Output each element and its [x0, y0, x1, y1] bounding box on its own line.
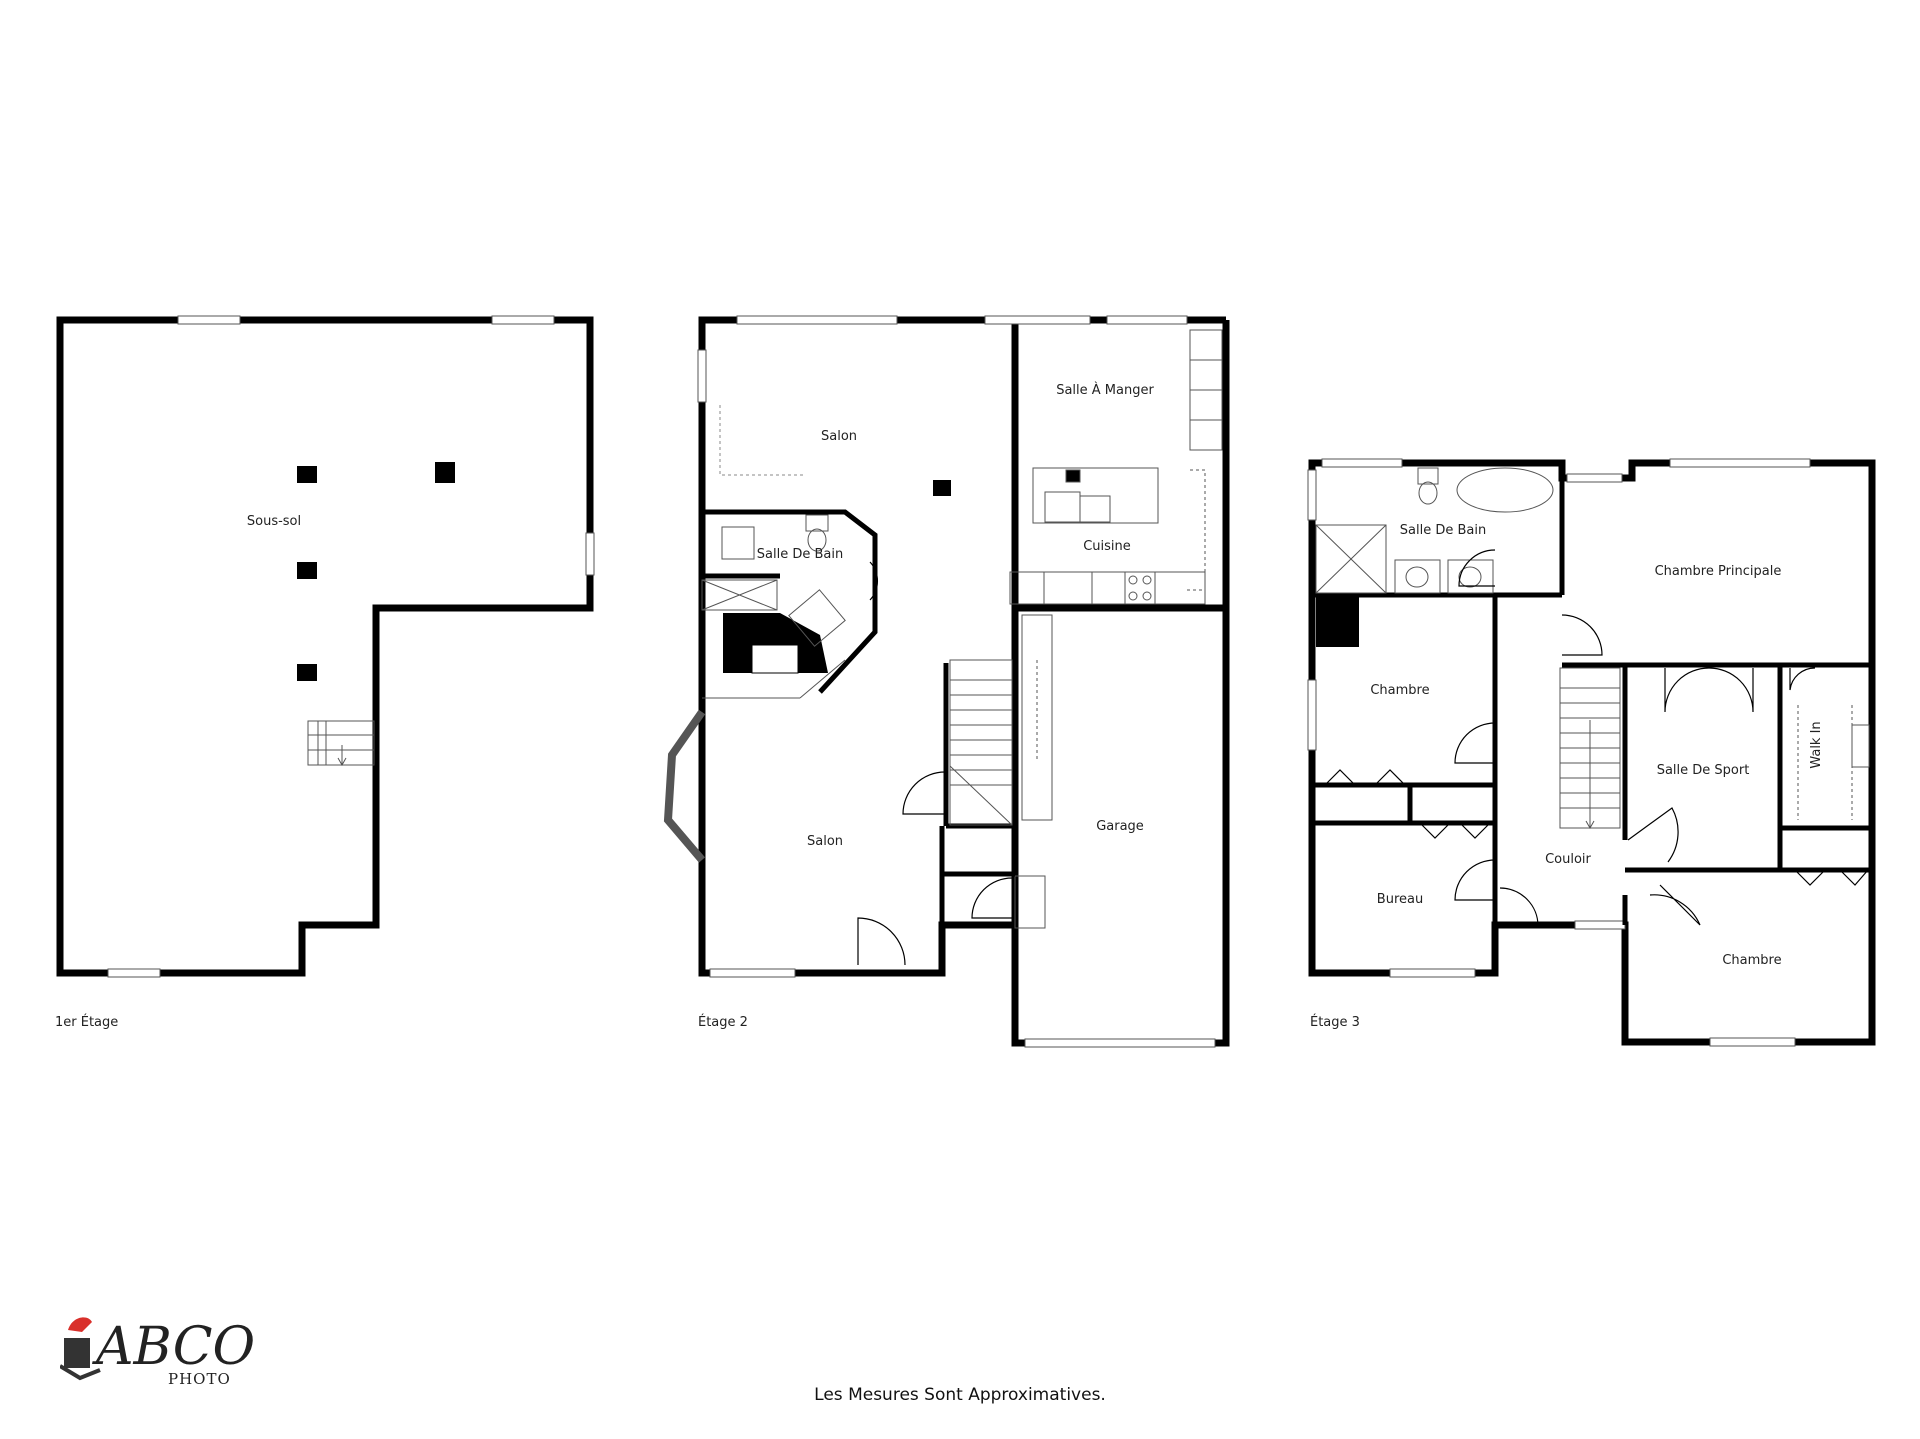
- floor-2-bath-fixtures: [701, 514, 846, 699]
- room-label: Salon: [821, 429, 857, 444]
- floor-3-outline: [1308, 459, 1876, 1046]
- floor-label: Étage 2: [698, 1014, 748, 1030]
- floor-2-doors: [857, 561, 1013, 966]
- room-label: Sous-sol: [247, 514, 301, 529]
- floor-3-bath-fixtures: [1315, 467, 1554, 594]
- hand-icon: [60, 1364, 101, 1381]
- floor-2-interior: [702, 509, 1015, 925]
- abco-photo-logo: ABCO PHOTO: [60, 1317, 255, 1388]
- room-label: Salle De Bain: [1400, 523, 1486, 538]
- floor-3: Salle De Bain Chambre Principale Chambre…: [1307, 458, 1876, 1047]
- floor-2-kitchen: [719, 329, 1223, 605]
- house-roof-icon: [68, 1317, 92, 1332]
- room-label: Chambre: [1370, 683, 1429, 698]
- floor-3-doors: [1324, 549, 1869, 927]
- room-label: Garage: [1096, 819, 1144, 834]
- walk-in-shelves: [1797, 705, 1870, 820]
- footer-disclaimer: Les Mesures Sont Approximatives.: [814, 1385, 1106, 1405]
- room-label: Salle De Bain: [757, 547, 843, 562]
- floor-3-interior: [1312, 463, 1872, 925]
- bay-window: [663, 709, 706, 863]
- floor-2-stairs: [949, 614, 1053, 826]
- room-label: Bureau: [1377, 892, 1423, 907]
- logo-main-text: ABCO: [92, 1317, 255, 1377]
- floor-3-closet: [1316, 597, 1359, 647]
- floor-2-windows: [697, 315, 1216, 1048]
- room-label: Salon: [807, 834, 843, 849]
- house-body-icon: [64, 1338, 90, 1368]
- floor-1: Sous-sol 1er Étage: [55, 315, 595, 1030]
- floor-1-stairs: [307, 720, 375, 767]
- room-label: Salle De Sport: [1657, 763, 1750, 778]
- floor-1-columns: [297, 462, 455, 681]
- room-label: Walk In: [1809, 721, 1824, 768]
- floor-label: Étage 3: [1310, 1014, 1360, 1030]
- logo-sub-text: PHOTO: [168, 1370, 231, 1388]
- room-label: Chambre: [1722, 953, 1781, 968]
- room-label: Cuisine: [1083, 539, 1131, 554]
- fireplace: [723, 613, 828, 673]
- floor-3-windows: [1307, 458, 1811, 1047]
- room-label: Couloir: [1545, 852, 1591, 867]
- fireplace-hearth: [751, 644, 799, 674]
- floor-1-outline: [56, 316, 594, 977]
- room-label: Chambre Principale: [1655, 564, 1782, 579]
- floor-3-stairs: [1559, 667, 1621, 830]
- floor-2-column: [933, 480, 951, 496]
- room-label: Salle À Manger: [1056, 382, 1154, 398]
- floor-1-windows: [107, 315, 595, 978]
- floor-label: 1er Étage: [55, 1014, 118, 1030]
- floor-2: Salon Salle À Manger Cuisine Salle De Ba…: [663, 315, 1230, 1048]
